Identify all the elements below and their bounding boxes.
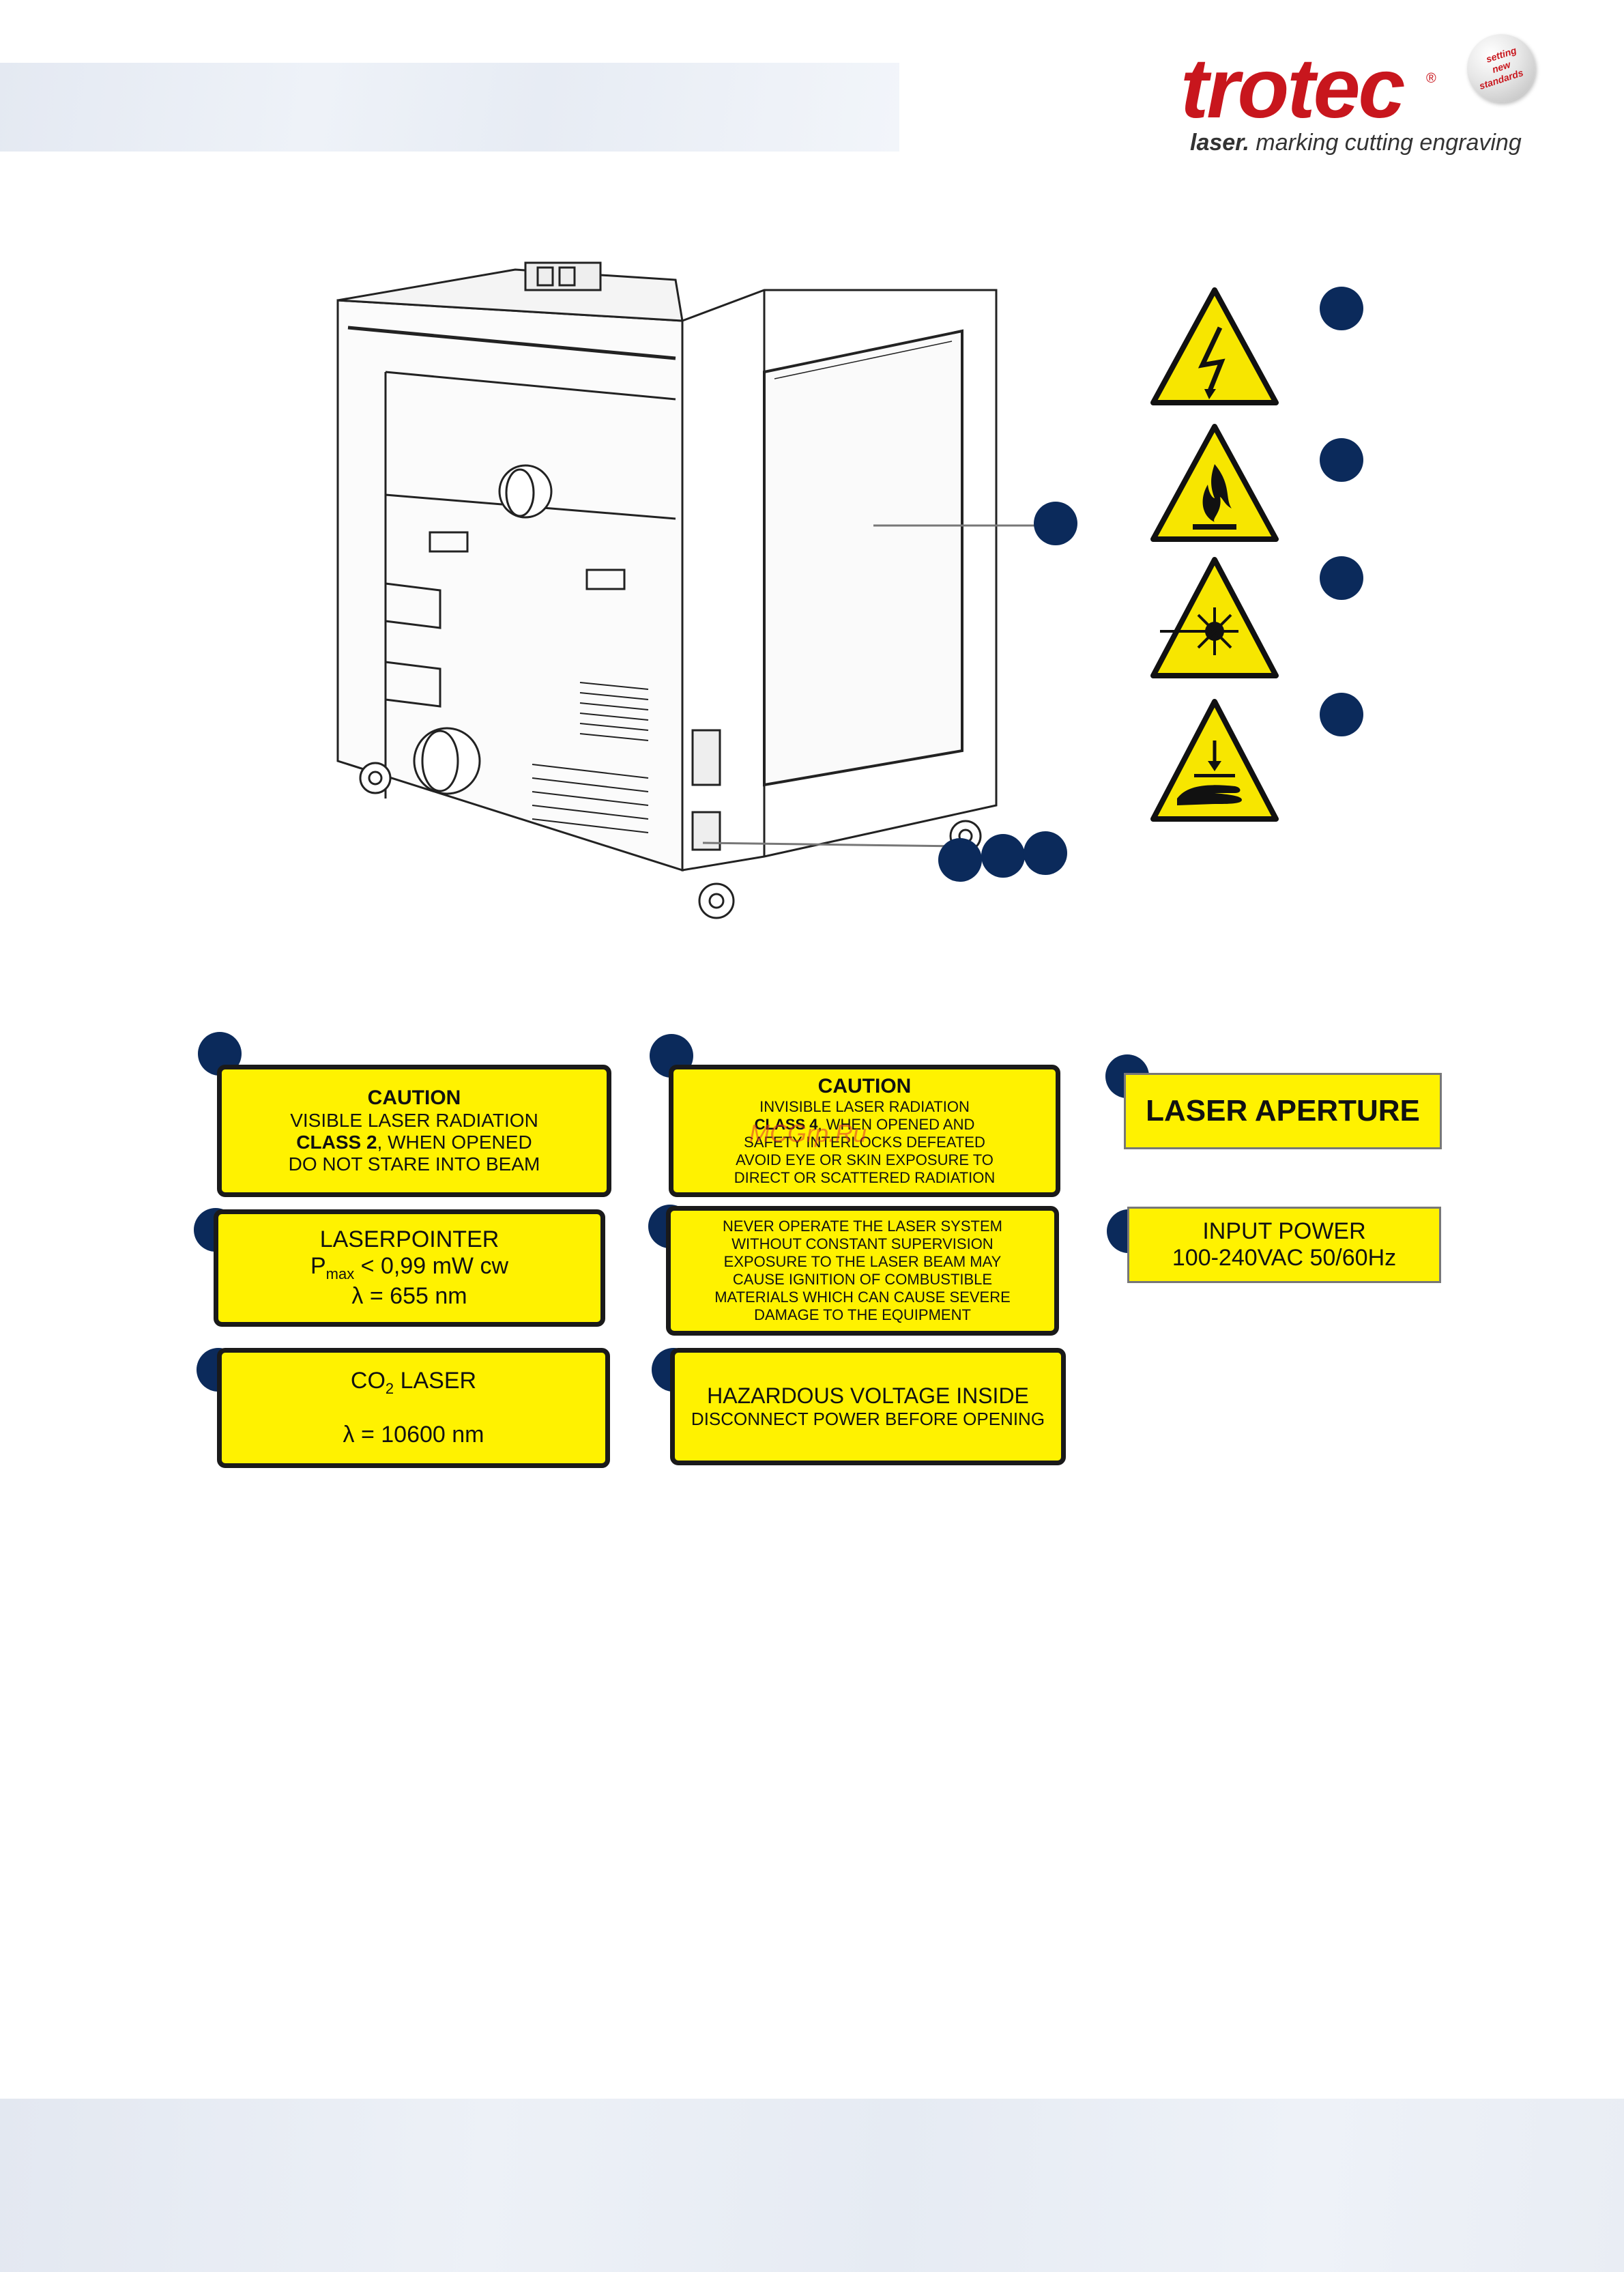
label-line: λ = 655 nm xyxy=(351,1282,467,1309)
tagline-bold: laser. xyxy=(1190,130,1249,156)
warning-callout-hand xyxy=(1320,693,1363,736)
label-rest: , WHEN OPENED xyxy=(377,1132,532,1153)
label-line: INVISIBLE LASER RADIATION xyxy=(759,1098,970,1115)
watermark: MCGrp.Ru xyxy=(749,1119,867,1147)
logo-tagline: laser. marking cutting engraving xyxy=(1190,130,1522,156)
label-subscript: 2 xyxy=(385,1379,394,1397)
hand-crush-hazard-icon xyxy=(1150,699,1279,822)
laser-hazard-icon xyxy=(1150,557,1279,678)
label-line: CO2 LASER xyxy=(351,1368,476,1398)
warning-callout-flammable xyxy=(1320,438,1363,482)
label-line: LASERPOINTER xyxy=(319,1226,499,1253)
label-caution-class2: CAUTION VISIBLE LASER RADIATION CLASS 2,… xyxy=(217,1065,611,1197)
label-line: LASER APERTURE xyxy=(1146,1094,1420,1127)
machine-drawing xyxy=(336,261,1037,919)
label-line: λ = 10600 nm xyxy=(343,1422,484,1448)
label-never-operate: NEVER OPERATE THE LASER SYSTEM WITHOUT C… xyxy=(666,1206,1059,1336)
tagline-rest: marking cutting engraving xyxy=(1249,130,1522,156)
label-co2-laser: CO2 LASER λ = 10600 nm xyxy=(217,1348,610,1468)
label-line: DAMAGE TO THE EQUIPMENT xyxy=(754,1306,971,1323)
label-caution-class4: CAUTION INVISIBLE LASER RADIATION CLASS … xyxy=(669,1065,1060,1197)
label-line: EXPOSURE TO THE LASER BEAM MAY xyxy=(723,1253,1002,1270)
trotec-logo: trotec ® setting new standards laser. ma… xyxy=(1180,27,1549,164)
label-title: CAUTION xyxy=(367,1087,461,1109)
label-title: CAUTION xyxy=(817,1075,912,1097)
label-line: VISIBLE LASER RADIATION xyxy=(290,1110,538,1131)
label-hazardous-voltage: HAZARDOUS VOLTAGE INSIDE DISCONNECT POWE… xyxy=(670,1348,1066,1465)
label-subscript: max xyxy=(325,1265,355,1282)
label-line: SAFETY INTERLOCKS DEFEATED xyxy=(744,1134,985,1151)
machine-callout-b xyxy=(981,834,1025,878)
label-rest: LASER xyxy=(394,1367,477,1394)
label-line: AVOID EYE OR SKIN EXPOSURE TO xyxy=(736,1151,994,1168)
label-line: 100-240VAC 50/60Hz xyxy=(1172,1245,1397,1271)
label-line: HAZARDOUS VOLTAGE INSIDE xyxy=(707,1383,1029,1408)
flammable-hazard-icon xyxy=(1150,424,1279,542)
label-bold: CLASS 2 xyxy=(296,1132,377,1153)
label-line: WITHOUT CONSTANT SUPERVISION xyxy=(731,1235,994,1252)
logo-word: trotec xyxy=(1180,42,1406,136)
label-line: Pmax < 0,99 mW cw xyxy=(310,1253,508,1283)
logo-registered-mark: ® xyxy=(1426,71,1436,86)
header-band xyxy=(0,63,899,152)
label-p: P xyxy=(310,1253,326,1280)
label-line: NEVER OPERATE THE LASER SYSTEM xyxy=(723,1218,1002,1235)
label-line: DIRECT OR SCATTERED RADIATION xyxy=(734,1169,996,1186)
warning-symbols xyxy=(1150,287,1279,822)
machine-callout-a xyxy=(938,838,982,882)
machine-callout-c xyxy=(1024,831,1067,875)
label-rest: < 0,99 mW cw xyxy=(354,1253,509,1280)
warning-callout-laser xyxy=(1320,556,1363,600)
label-line: CAUSE IGNITION OF COMBUSTIBLE xyxy=(732,1271,993,1288)
label-bold: CLASS 4 xyxy=(754,1116,818,1133)
electric-hazard-icon xyxy=(1150,287,1279,405)
label-rest: , WHEN OPENED AND xyxy=(817,1116,975,1133)
label-laserpointer: LASERPOINTER Pmax < 0,99 mW cw λ = 655 n… xyxy=(214,1209,605,1327)
footer-band xyxy=(0,2099,1624,2272)
label-line: DO NOT STARE INTO BEAM xyxy=(288,1153,540,1175)
label-line: MATERIALS WHICH CAN CAUSE SEVERE xyxy=(714,1289,1011,1306)
label-laser-aperture: LASER APERTURE xyxy=(1124,1073,1442,1149)
warning-callout-electric xyxy=(1320,287,1363,330)
label-line: CLASS 4, WHEN OPENED AND xyxy=(755,1116,975,1134)
label-line: DISCONNECT POWER BEFORE OPENING xyxy=(691,1409,1045,1429)
machine-callout-window xyxy=(1034,502,1077,545)
label-line: INPUT POWER xyxy=(1202,1218,1366,1244)
label-input-power: INPUT POWER 100-240VAC 50/60Hz xyxy=(1127,1207,1441,1283)
label-line: CLASS 2, WHEN OPENED xyxy=(296,1132,532,1153)
logo-seal: setting new standards xyxy=(1467,34,1535,102)
label-co: CO xyxy=(350,1367,386,1394)
